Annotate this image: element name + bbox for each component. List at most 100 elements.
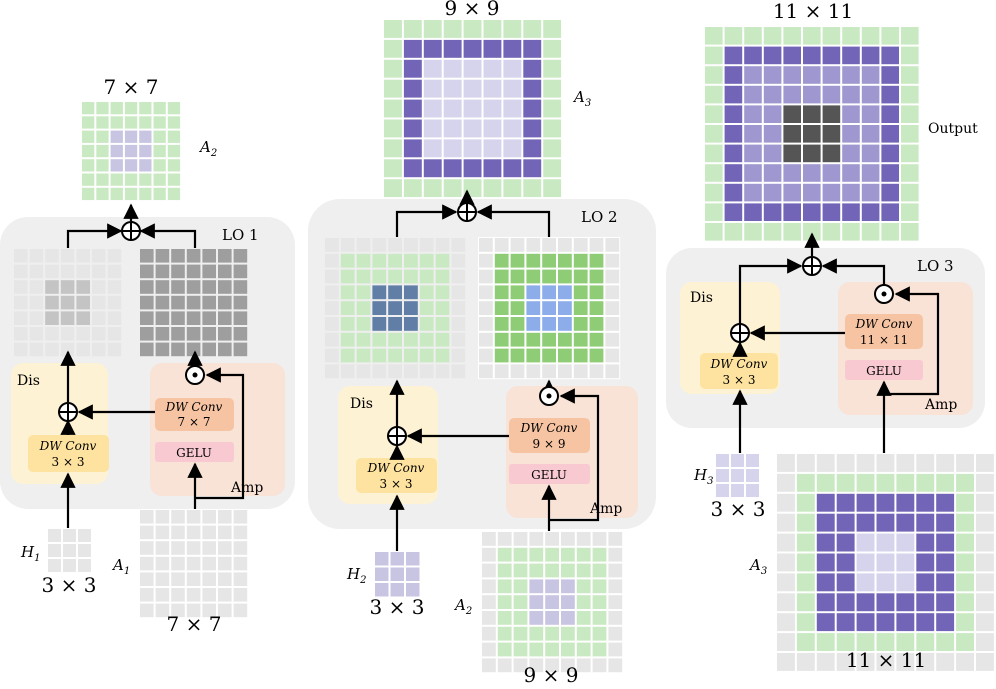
grid-cell: [589, 317, 604, 331]
grid-cell: [451, 253, 466, 268]
grid-cell: [202, 572, 216, 586]
a3-output-label: A3: [572, 88, 591, 109]
grid-cell: [29, 342, 44, 357]
lo3-gelu-text: GELU: [866, 364, 902, 378]
grid-cell: [545, 626, 559, 641]
grid-cell: [856, 593, 875, 612]
grid-cell: [155, 264, 170, 279]
grid-cell: [605, 253, 620, 268]
grid-cell: [777, 513, 795, 532]
grid-cell: [836, 454, 855, 472]
grid-cell: [558, 348, 572, 363]
grid-cell: [155, 588, 170, 602]
grid-cell: [60, 249, 75, 263]
grid-cell: [202, 541, 216, 555]
grid-cell: [573, 285, 588, 300]
grid-cell: [816, 493, 835, 512]
grid-cell: [124, 102, 138, 115]
lo2-output-grid: [383, 19, 563, 199]
h3-label: H3: [693, 466, 713, 487]
grid-cell: [479, 332, 493, 347]
lo1-dis-grid: [14, 249, 122, 357]
grid-cell: [861, 66, 880, 84]
grid-cell: [861, 105, 880, 123]
grid-cell: [724, 66, 743, 84]
grid-cell: [724, 105, 743, 123]
grid-cell: [526, 364, 541, 379]
grid-cell: [901, 203, 919, 221]
grid-cell: [881, 105, 899, 123]
grid-cell: [724, 183, 743, 202]
lo1-output-grid: [82, 102, 181, 201]
grid-cell: [404, 364, 418, 379]
grid-cell: [561, 547, 575, 562]
grid-cell: [140, 510, 154, 524]
lo3-amp-dwconv: [845, 314, 923, 349]
grid-cell: [896, 633, 915, 651]
grid-cell: [14, 311, 28, 325]
grid-cell: [29, 311, 44, 325]
grid-cell: [744, 203, 762, 221]
lo2-add-icon: [387, 426, 407, 446]
grid-cell: [451, 269, 466, 284]
grid-cell: [803, 164, 821, 182]
grid-cell: [155, 311, 170, 325]
grid-cell: [526, 269, 541, 284]
grid-cell: [82, 173, 95, 186]
grid-cell: [510, 364, 525, 379]
grid-cell: [155, 556, 170, 571]
grid-cell: [543, 159, 562, 178]
grid-cell: [463, 99, 482, 118]
grid-cell: [419, 253, 434, 268]
grid-cell: [340, 332, 355, 347]
grid-cell: [763, 203, 782, 221]
grid-cell: [861, 223, 880, 241]
grid-cell: [14, 295, 28, 310]
grid-cell: [543, 39, 562, 58]
grid-cell: [936, 493, 955, 512]
grid-cell: [901, 144, 919, 163]
grid-cell: [705, 105, 723, 123]
grid-cell: [388, 238, 402, 252]
grid-cell: [956, 454, 974, 472]
grid-cell: [896, 454, 915, 472]
grid-cell: [497, 626, 512, 641]
grid-cell: [608, 658, 623, 673]
grid-cell: [816, 653, 835, 671]
grid-cell: [916, 653, 935, 671]
grid-cell: [340, 364, 355, 379]
a1-label: A1: [111, 556, 130, 577]
grid-cell: [836, 613, 855, 632]
grid-cell: [388, 301, 402, 315]
lo1-output-size: 7 × 7: [104, 75, 159, 99]
grid-cell: [45, 280, 59, 294]
grid-cell: [403, 39, 422, 58]
grid-cell: [816, 553, 835, 572]
lo3-dis-label: Dis: [690, 290, 713, 306]
grid-cell: [561, 658, 575, 673]
grid-cell: [777, 593, 795, 612]
grid-cell: [763, 223, 782, 241]
grid-cell: [763, 144, 782, 163]
grid-cell: [503, 79, 522, 98]
grid-cell: [140, 311, 154, 325]
grid-cell: [783, 183, 801, 202]
grid-cell: [202, 556, 216, 571]
grid-cell: [404, 348, 418, 363]
grid-cell: [896, 473, 915, 492]
grid-cell: [763, 27, 782, 45]
grid-cell: [497, 547, 512, 562]
grid-cell: [110, 130, 123, 143]
grid-cell: [483, 59, 502, 78]
grid-cell: [479, 269, 493, 284]
grid-cell: [155, 295, 170, 310]
grid-cell: [171, 327, 185, 341]
grid-cell: [76, 280, 90, 294]
grid-cell: [404, 317, 418, 331]
grid-cell: [836, 513, 855, 532]
grid-cell: [443, 39, 462, 58]
grid-cell: [561, 532, 575, 546]
a2-grid: [481, 531, 624, 674]
grid-cell: [510, 253, 525, 268]
grid-cell: [529, 611, 544, 625]
